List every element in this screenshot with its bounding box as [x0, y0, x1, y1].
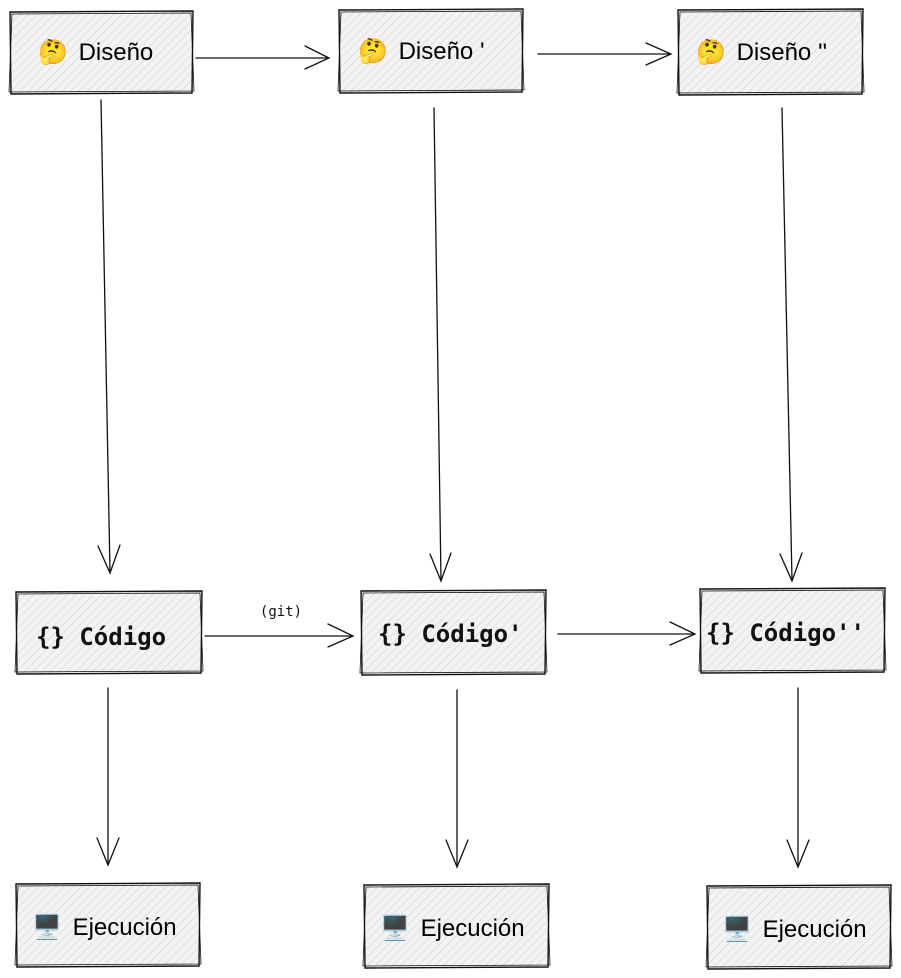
run-label-1: Ejecución	[421, 915, 525, 942]
code-box-2: {} Código''	[698, 587, 887, 674]
svg-text:🤔 Diseño '': 🤔 Diseño ''	[696, 39, 827, 66]
svg-text:🤔 Diseño ': 🤔 Diseño '	[358, 38, 485, 65]
svg-text:🖥️ Ejecución: 🖥️ Ejecución	[380, 914, 525, 942]
desktop-computer-icon: 🖥️	[32, 913, 62, 941]
run-box-2: 🖥️ Ejecución	[705, 884, 893, 970]
run-box-1: 🖥️ Ejecución	[362, 883, 551, 969]
svg-text:🖥️ Ejecución: 🖥️ Ejecución	[722, 915, 867, 943]
arrow-design-1-to-code-1	[429, 107, 452, 583]
desktop-computer-icon: 🖥️	[722, 915, 752, 943]
design-box-2: 🤔 Diseño ''	[676, 8, 865, 96]
arrow-code-1-to-2	[557, 621, 697, 646]
design-box-0: 🤔 Diseño	[8, 10, 195, 95]
code-label-0: {} Código	[36, 623, 166, 651]
run-label-2: Ejecución	[763, 916, 867, 943]
thinking-face-icon: 🤔	[38, 39, 68, 66]
thinking-face-icon: 🤔	[696, 39, 726, 66]
arrow-code-0-to-1	[204, 623, 355, 648]
design-label-0: Diseño	[79, 39, 154, 66]
arrow-design-0-to-1	[195, 45, 331, 70]
code-label-2: {} Código''	[706, 619, 865, 647]
svg-text:🤔 Diseño: 🤔 Diseño	[38, 39, 153, 66]
run-box-0: 🖥️ Ejecución	[14, 882, 202, 968]
code-box-1: {} Código'	[359, 589, 548, 676]
run-label-0: Ejecución	[73, 914, 177, 941]
desktop-computer-icon: 🖥️	[380, 914, 410, 942]
code-box-0: {} Código	[14, 590, 204, 675]
svg-text:🖥️ Ejecución: 🖥️ Ejecución	[32, 913, 177, 941]
code-label-1: {} Código'	[378, 620, 523, 648]
design-label-1: Diseño '	[399, 38, 485, 65]
design-box-1: 🤔 Diseño '	[337, 8, 525, 94]
edge-label-git: (git)	[260, 604, 302, 620]
arrow-design-0-to-code-0	[97, 99, 121, 575]
arrow-code-2-to-run-2	[786, 687, 810, 869]
arrow-design-2-to-code-2	[779, 107, 803, 583]
arrow-code-0-to-run-0	[96, 687, 120, 867]
thinking-face-icon: 🤔	[358, 38, 388, 65]
arrow-design-1-to-2	[537, 42, 673, 66]
design-label-2: Diseño ''	[737, 39, 828, 66]
arrow-code-1-to-run-1	[445, 689, 469, 869]
